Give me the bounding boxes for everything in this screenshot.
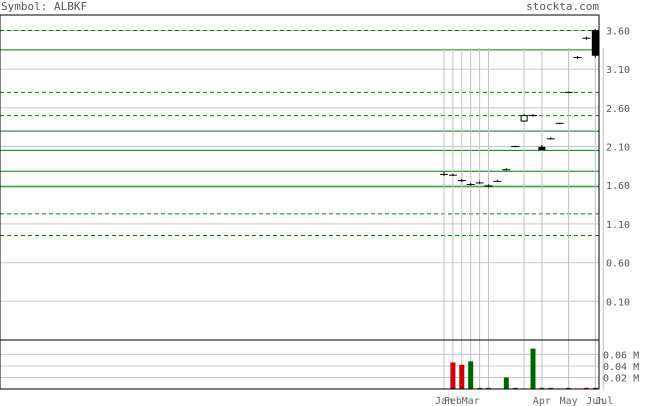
date-label: Apr: [533, 396, 551, 406]
candle-body: [538, 146, 546, 151]
price-tick-label: 1.10: [606, 220, 630, 231]
candle: [564, 91, 573, 94]
volume-tick-label: 0.04 M: [603, 362, 639, 373]
volume-bar: [450, 362, 456, 389]
volume-tick-label: 0.02 M: [603, 373, 639, 384]
candle: [573, 56, 582, 60]
date-gridlines: [443, 48, 604, 389]
date-label: Mar: [462, 396, 480, 406]
volume-bar: [512, 387, 518, 389]
price-tick-label: 3.60: [606, 26, 630, 37]
price-tick-label: 3.10: [606, 65, 630, 76]
candle: [440, 171, 448, 176]
candle: [493, 179, 502, 183]
grid-lines: [0, 29, 599, 378]
date-label: May: [560, 396, 578, 406]
price-tick-label: 1.60: [606, 181, 630, 192]
date-label: Feb: [444, 396, 462, 406]
candlestick-series: [440, 28, 599, 188]
candle: [484, 184, 493, 188]
volume-series: [441, 348, 598, 390]
volume-axis-ticks: 0.06 M0.04 M0.02 M: [603, 350, 639, 384]
volume-bar: [539, 387, 545, 389]
site-label: stockta.com: [526, 0, 599, 13]
price-tick-label: 0.60: [606, 259, 630, 270]
candle: [546, 137, 555, 140]
date-label: Jun: [586, 396, 604, 406]
volume-bar: [583, 387, 589, 389]
volume-bar: [592, 387, 598, 389]
candle: [448, 173, 457, 176]
candle: [529, 114, 537, 117]
candle: [520, 114, 528, 122]
candle: [538, 145, 546, 151]
candle: [475, 181, 484, 184]
date-label: Jul: [595, 396, 613, 406]
price-panel-border: [0, 14, 600, 341]
volume-bar: [503, 377, 509, 389]
volume-bar: [486, 387, 491, 389]
date-label: Jan: [435, 396, 453, 406]
price-tick-label: 2.10: [606, 143, 630, 154]
candle: [466, 182, 475, 187]
volume-bar: [530, 348, 536, 389]
volume-tick-label: 0.06 M: [603, 350, 639, 361]
candle-body: [591, 29, 599, 56]
volume-panel-border: [0, 339, 600, 390]
price-tick-label: 2.60: [606, 104, 630, 115]
candle: [457, 179, 466, 183]
candle: [582, 36, 591, 40]
price-tick-label: 0.10: [606, 297, 630, 308]
candle: [502, 168, 511, 171]
symbol-label: Symbol: ALBKF: [1, 0, 87, 13]
volume-bar: [477, 387, 483, 389]
price-axis-ticks: 3.60 3.10 2.60 2.10 1.60 1.10 0.60 0.10: [606, 26, 630, 308]
volume-bar: [468, 361, 474, 389]
support-resistance-lines: [0, 29, 599, 237]
candle: [591, 28, 599, 58]
volume-bar: [566, 387, 572, 389]
volume-bar: [548, 387, 554, 389]
candle: [511, 145, 520, 148]
volume-bar: [459, 364, 465, 389]
candle: [555, 122, 564, 125]
candle-body: [520, 115, 528, 122]
